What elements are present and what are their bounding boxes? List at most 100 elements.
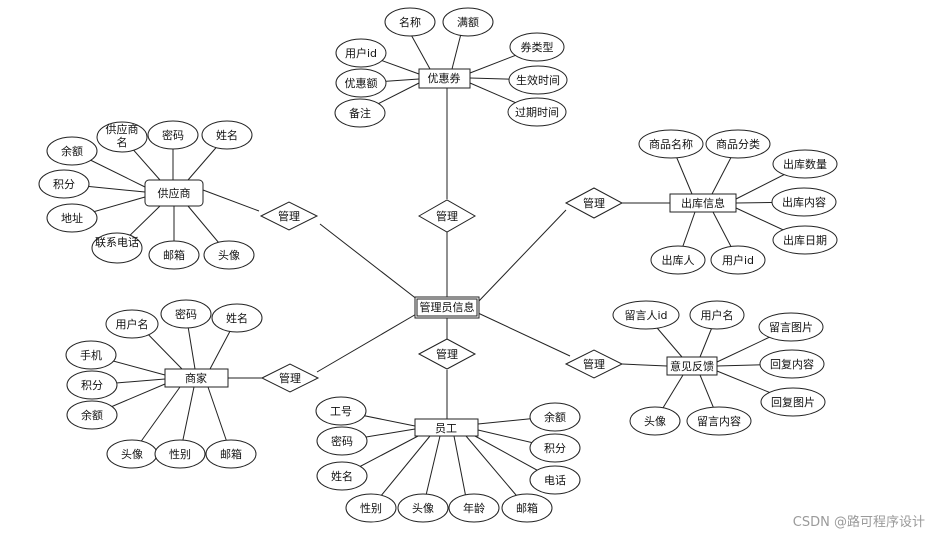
relation-coupon-label: 管理 [436,209,458,223]
entity-merchant [164,368,229,388]
attr-supplier-name [96,121,148,153]
supplier-attributes: 供应商 名 密码 姓名 余额 积分 地址 联系电话 邮箱 头像 [38,120,255,270]
attr-supplier-points [38,169,90,199]
attr-outbound-operator [650,245,706,275]
relation-employee-label: 管理 [436,347,458,361]
attr-coupon-effective-time [508,65,568,95]
attr-outbound-date [772,225,838,255]
attr-supplier-password-label: 密码 [162,128,184,142]
attr-coupon-full-amount-label: 满额 [457,16,479,29]
attr-feedback-reply-image [760,387,826,417]
attr-employee-age [448,493,500,523]
relation-coupon [417,199,477,233]
attr-outbound-user-id-label: 用户id [722,253,754,267]
attr-merchant-username-label: 用户名 [116,317,149,331]
attr-outbound-content [771,187,837,217]
entity-feedback-label: 意见反馈 [670,359,714,373]
attr-merchant-mobile-label: 手机 [80,348,102,362]
attr-merchant-username [105,309,159,339]
relation-merchant-label: 管理 [279,371,301,385]
entities: 管理员信息 优惠券 供应商 出库信息 商家 意见反馈 员工 [144,68,737,437]
entity-employee-label: 员工 [435,422,457,435]
attr-employee-age-label: 年龄 [463,501,485,515]
attr-supplier-balance [46,136,98,166]
employee-attributes: 工号 密码 姓名 性别 头像 年龄 邮箱 余额 积分 电话 [315,396,581,523]
attr-coupon-remark [334,98,386,128]
attr-supplier-password [147,120,199,150]
entity-feedback [666,356,718,376]
entity-supplier-label: 供应商 [158,186,191,200]
attr-feedback-avatar [629,406,681,436]
attr-merchant-realname [211,303,263,333]
relation-feedback [564,349,624,379]
attr-supplier-name-label-line2: 名 [117,135,128,149]
attr-merchant-avatar-label: 头像 [121,448,143,461]
attr-merchant-points [66,370,118,400]
attr-feedback-image-label: 留言图片 [769,321,813,334]
attr-coupon-type-label: 券类型 [521,40,554,54]
feedback-attributes: 留言人id 用户名 留言图片 回复内容 回复图片 头像 留言内容 [612,300,826,436]
attr-employee-points-label: 积分 [544,442,566,455]
entity-coupon-label: 优惠券 [428,71,461,85]
coupon-attribute-lines [359,21,539,114]
attr-supplier-realname [201,120,253,150]
attr-employee-avatar [397,493,449,523]
attr-employee-password [316,426,368,456]
attr-outbound-user-id [710,245,766,275]
entity-outbound [669,193,737,213]
attr-outbound-product-category-label: 商品分类 [716,137,760,151]
attr-merchant-mobile [65,340,117,370]
relation-supplier [259,201,319,231]
attr-coupon-name [384,7,436,37]
attr-merchant-balance [66,400,118,430]
attr-employee-balance-label: 余额 [544,410,566,424]
relation-feedback-label: 管理 [583,357,605,371]
attr-feedback-author-id-label: 留言人id [624,309,667,322]
attr-feedback-image [758,312,824,342]
attr-feedback-avatar-label: 头像 [644,415,666,428]
outbound-attributes: 商品名称 商品分类 出库数量 出库内容 出库日期 出库人 用户id [638,129,838,275]
attr-employee-balance [529,402,581,432]
attr-merchant-email [205,439,257,469]
merchant-attributes: 用户名 密码 姓名 手机 积分 余额 头像 性别 邮箱 [65,299,263,469]
attr-supplier-balance-label: 余额 [61,144,83,158]
attr-coupon-user-id [335,38,387,68]
attr-employee-gender [345,493,397,523]
attr-supplier-avatar-label: 头像 [218,249,240,262]
coupon-attributes: 名称 满额 用户id 券类型 优惠额 生效时间 备注 过期时间 [334,7,568,128]
attr-feedback-reply-image-label: 回复图片 [771,395,815,409]
relation-connectors [202,88,670,419]
relation-merchant [260,363,320,393]
attr-feedback-content [686,406,752,436]
attr-feedback-reply-content [759,349,825,379]
attr-outbound-date-label: 出库日期 [783,233,827,247]
attr-employee-password-label: 密码 [331,434,353,448]
attr-employee-id-label: 工号 [330,405,352,418]
attr-merchant-gender-label: 性别 [169,447,191,461]
attr-coupon-remark-label: 备注 [349,106,371,120]
attr-outbound-product-name [638,129,704,159]
relations: 管理 管理 管理 管理 管理 管理 [259,187,624,393]
attr-supplier-phone-label: 联系电话 [95,236,139,249]
attr-employee-points [529,433,581,463]
entity-coupon [418,68,471,89]
attr-employee-realname-label: 姓名 [331,469,353,483]
attr-supplier-email-label: 邮箱 [163,248,185,262]
entity-supplier [144,179,204,207]
entity-merchant-label: 商家 [185,371,207,385]
attr-merchant-gender [154,439,206,469]
attr-coupon-user-id-label: 用户id [345,46,377,60]
attr-outbound-product-category [705,129,771,159]
attr-coupon-discount-label: 优惠额 [345,76,378,90]
attr-feedback-reply-content-label: 回复内容 [770,357,814,371]
attr-outbound-quantity-label: 出库数量 [783,157,827,171]
attr-supplier-address-label: 地址 [61,211,83,225]
attr-feedback-author-id [612,300,680,330]
attr-coupon-discount [335,68,387,98]
attr-feedback-username-label: 用户名 [701,308,734,322]
attr-outbound-product-name-label: 商品名称 [649,137,693,151]
attr-employee-phone-label: 电话 [544,474,566,487]
entity-employee [414,418,479,437]
